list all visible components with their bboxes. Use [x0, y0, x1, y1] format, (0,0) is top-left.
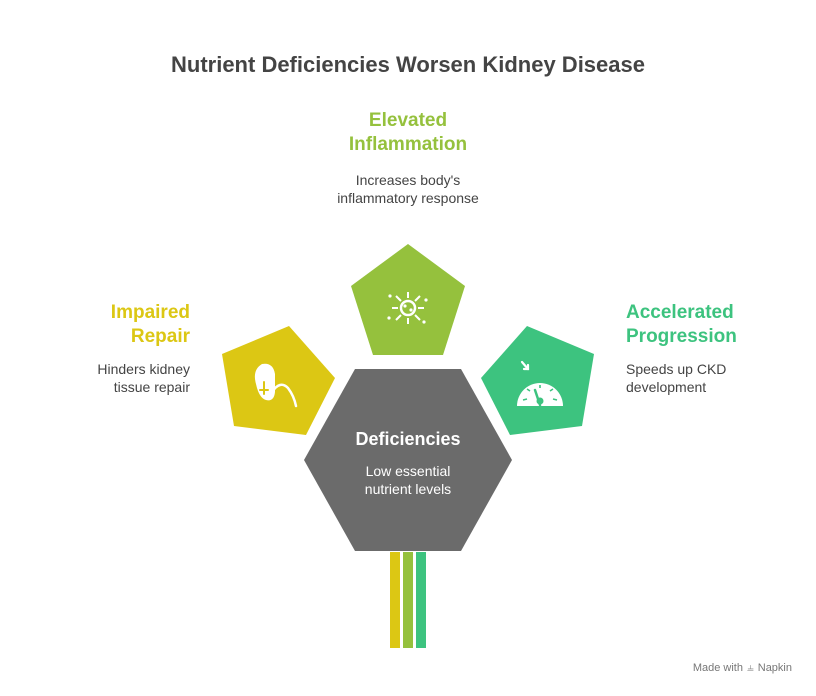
footer-attribution: Made with ⫨ Napkin [693, 660, 792, 675]
stem-bar-green [403, 552, 413, 648]
brand-label: Napkin [757, 661, 792, 674]
diagram-title: Nutrient Deficiencies Worsen Kidney Dise… [171, 52, 645, 77]
napkin-logo-icon: ⫨ [746, 660, 754, 674]
pentagon-elevated-inflammation [351, 244, 465, 355]
node-description-elevated-inflammation: Increases body's inflammatory response [337, 172, 479, 206]
center-heading: Deficiencies [355, 429, 461, 449]
kidney-icon [254, 363, 298, 408]
speedometer-icon [517, 360, 563, 407]
stem-bar-teal [416, 552, 426, 648]
stem-bar-yellow [390, 552, 400, 648]
node-heading-impaired-repair: Impaired Repair [110, 302, 190, 347]
node-description-impaired-repair: Hinders kidney tissue repair [97, 361, 190, 395]
hexagon-deficiencies [304, 369, 512, 551]
made-with-label: Made with [692, 661, 743, 674]
virus-icon [387, 292, 428, 324]
pentagon-impaired-repair [222, 326, 335, 435]
center-description: Low essential nutrient levels [364, 463, 452, 497]
pentagon-accelerated-progression [481, 326, 594, 435]
node-heading-elevated-inflammation: Elevated Inflammation [348, 110, 468, 155]
node-description-accelerated-progression: Speeds up CKD development [626, 361, 727, 395]
node-heading-accelerated-progression: Accelerated Progression [626, 302, 737, 347]
